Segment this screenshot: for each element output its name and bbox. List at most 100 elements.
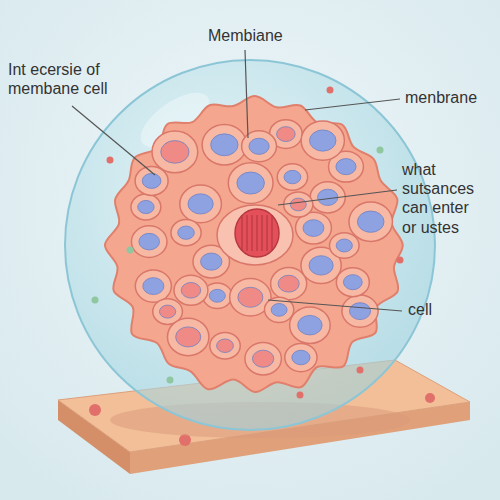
vesicle bbox=[178, 226, 195, 239]
cell-outline bbox=[105, 96, 403, 392]
vesicle bbox=[209, 289, 225, 302]
vesicle bbox=[249, 138, 269, 154]
vacuole bbox=[242, 131, 277, 162]
vesicle bbox=[161, 141, 189, 164]
callout-label: Int ecersie of membane cell bbox=[8, 60, 124, 98]
vacuole-rim bbox=[167, 318, 208, 355]
vesicle bbox=[211, 134, 238, 156]
vacuole-rim bbox=[290, 307, 331, 344]
vesicle bbox=[298, 315, 322, 335]
particle bbox=[107, 157, 114, 164]
vesicle bbox=[310, 130, 336, 151]
particle bbox=[397, 257, 404, 264]
vacuole-rim bbox=[285, 343, 317, 371]
vesicle bbox=[217, 339, 234, 352]
vacuole bbox=[152, 131, 198, 173]
particle bbox=[377, 147, 384, 154]
vacuole-rim bbox=[342, 295, 378, 327]
particle bbox=[357, 367, 364, 374]
callout-label: menbrane bbox=[405, 88, 493, 107]
vacuole bbox=[135, 270, 171, 302]
vacuole-rim bbox=[277, 164, 307, 190]
red-organelle bbox=[235, 209, 279, 257]
organelle-stripe bbox=[261, 215, 262, 251]
organelle-stripe bbox=[246, 215, 247, 251]
vacuole-rim bbox=[152, 131, 198, 173]
vacuole-rim bbox=[301, 121, 344, 160]
vacuole-rim bbox=[336, 268, 369, 297]
organelle-stripe bbox=[271, 215, 272, 251]
leader-line bbox=[72, 106, 155, 175]
vacuole-rim bbox=[271, 268, 307, 300]
particle bbox=[327, 87, 334, 94]
vesicle bbox=[284, 170, 301, 183]
leader-line bbox=[268, 300, 402, 311]
vesicle bbox=[188, 194, 213, 214]
vacuole-rim bbox=[349, 202, 392, 241]
vesicle bbox=[343, 275, 362, 290]
vesicle bbox=[238, 287, 263, 307]
vacuole bbox=[171, 220, 201, 246]
leader-line bbox=[245, 50, 248, 138]
vacuole bbox=[135, 166, 168, 195]
vesicle bbox=[176, 327, 201, 347]
organelle-stripe bbox=[266, 215, 267, 251]
vesicle bbox=[252, 350, 273, 367]
vesicle bbox=[292, 350, 310, 365]
vacuole-rim bbox=[242, 131, 277, 162]
vesicle bbox=[142, 173, 161, 188]
leader-line bbox=[305, 99, 400, 110]
vacuole-rim bbox=[245, 342, 281, 374]
vacuole bbox=[301, 121, 344, 160]
vacuole bbox=[330, 233, 360, 259]
vacuole bbox=[180, 185, 222, 223]
vacuole bbox=[245, 342, 281, 374]
vesicle bbox=[278, 275, 299, 292]
vesicle bbox=[159, 305, 175, 318]
vacuole bbox=[349, 202, 392, 241]
vacuole-rim bbox=[131, 194, 161, 220]
vesicle bbox=[349, 303, 370, 320]
vacuole-rim bbox=[202, 125, 246, 165]
callout-label: cell bbox=[408, 300, 468, 319]
callout-label: Membiane bbox=[208, 26, 288, 45]
callout-label: what sutsances can enter or ustes bbox=[402, 160, 484, 237]
vacuole-rim bbox=[135, 270, 171, 302]
vacuole-rim bbox=[330, 233, 360, 259]
vacuole bbox=[167, 318, 208, 355]
particle bbox=[127, 247, 134, 254]
vacuole bbox=[174, 275, 208, 305]
vesicle bbox=[271, 303, 287, 316]
dot bbox=[89, 404, 101, 416]
vesicle bbox=[336, 239, 352, 252]
vesicle bbox=[309, 256, 333, 275]
vacuole bbox=[228, 163, 273, 204]
particle bbox=[297, 392, 304, 399]
vacuole-rim bbox=[174, 275, 208, 305]
vesicle bbox=[138, 200, 154, 213]
vesicle bbox=[336, 159, 356, 175]
vacuole-rim bbox=[135, 166, 168, 195]
vacuole-rim bbox=[210, 333, 240, 359]
leader-line bbox=[278, 190, 397, 205]
membrane-sphere bbox=[65, 60, 435, 430]
vacuole bbox=[131, 226, 167, 258]
vesicle bbox=[181, 283, 200, 299]
vesicle bbox=[201, 253, 222, 270]
particle bbox=[167, 377, 174, 384]
particle bbox=[92, 297, 99, 304]
vacuole-rim bbox=[180, 185, 222, 223]
vacuole bbox=[131, 194, 161, 220]
vacuole bbox=[210, 333, 240, 359]
dot bbox=[425, 393, 435, 403]
organelle-pocket bbox=[217, 205, 293, 265]
organelle-stripe bbox=[256, 215, 257, 251]
vacuole bbox=[290, 307, 331, 344]
organelle-stripe bbox=[251, 215, 252, 251]
vacuole bbox=[285, 343, 317, 371]
vesicle bbox=[303, 220, 324, 237]
vesicle bbox=[143, 278, 164, 295]
vacuole bbox=[336, 268, 369, 297]
